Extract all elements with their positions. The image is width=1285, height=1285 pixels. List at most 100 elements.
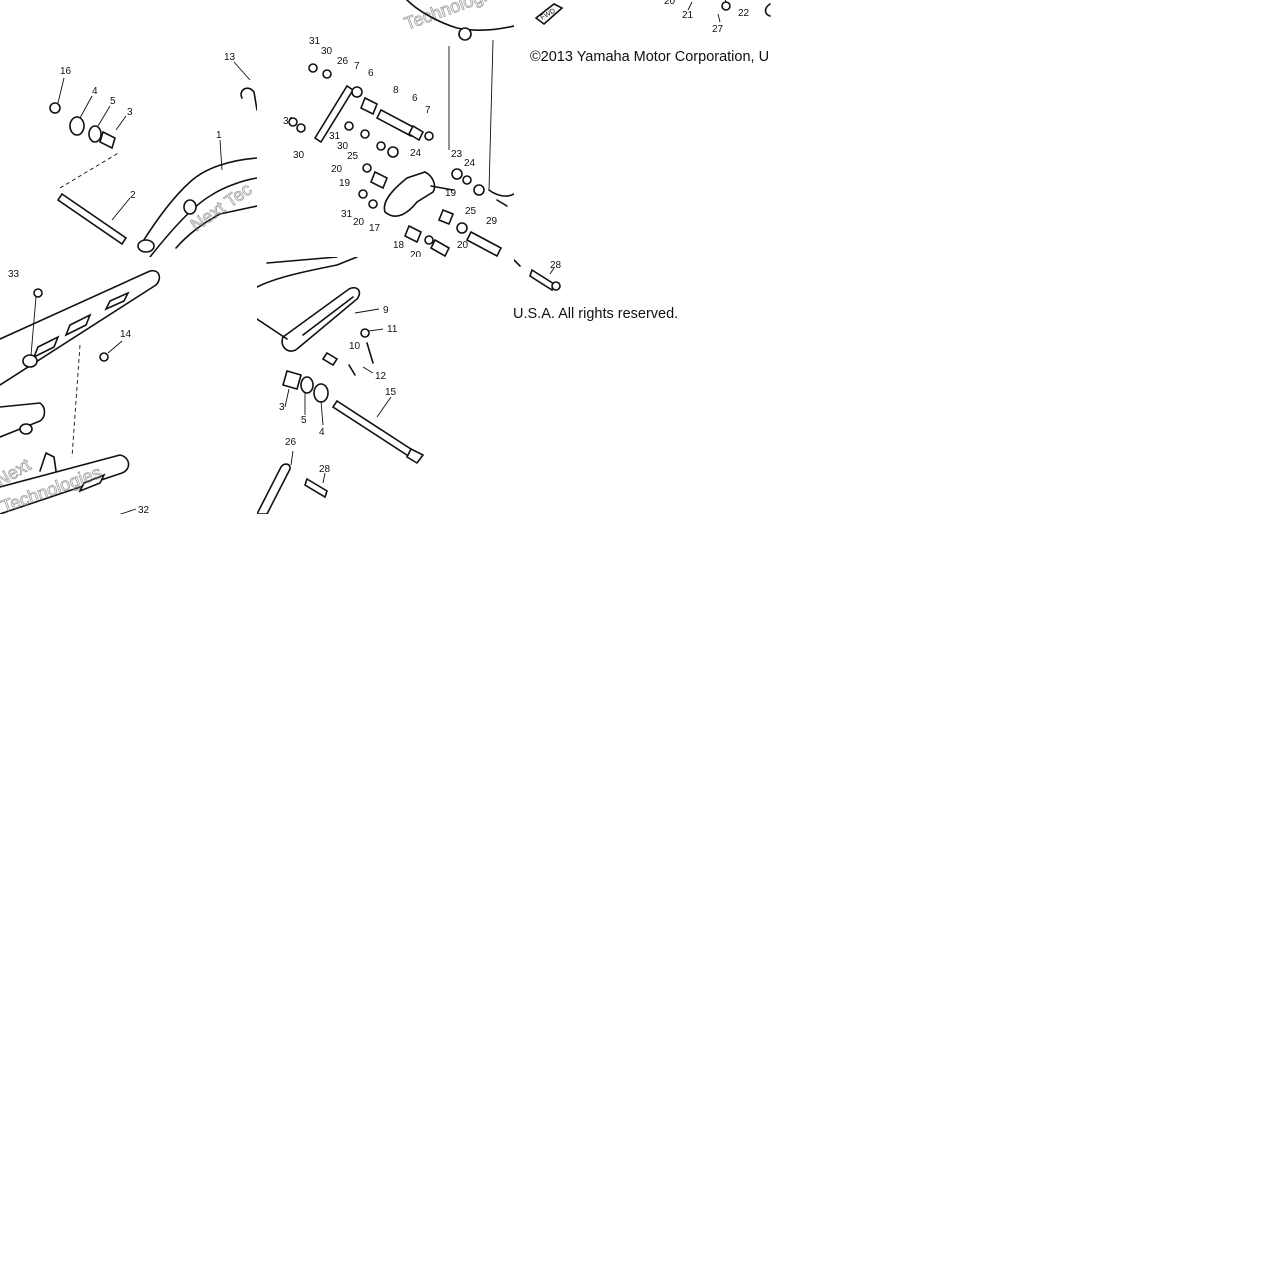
- collar-part: [99, 130, 116, 150]
- callout-label: 13: [224, 52, 236, 63]
- callout-label: 2: [130, 190, 136, 201]
- diagram-tile-bottom-left: 33 14 32 Next Technologies: [0, 257, 257, 514]
- callout-label: 30: [337, 141, 349, 152]
- fwd-arrow: [534, 3, 564, 26]
- washer-part: [88, 125, 102, 143]
- copyright-line-2: U.S.A. All rights reserved.: [513, 306, 679, 322]
- relay-arm-part: [383, 171, 436, 217]
- swingarm-edge: [139, 157, 257, 247]
- callout-label: 12: [375, 371, 387, 382]
- callout-label: 6: [368, 68, 374, 79]
- callout-label: 21: [682, 10, 694, 21]
- bushing-part: [69, 116, 85, 136]
- callout-label: 9: [383, 305, 389, 316]
- long-bolt-part: [331, 399, 419, 461]
- callout-label: 4: [92, 86, 98, 97]
- chain-guard-edge: [0, 269, 161, 386]
- diagram-tile-center-right: 28: [514, 248, 574, 296]
- callout-label: 24: [410, 148, 422, 159]
- copyright-line-1: ©2013 Yamaha Motor Corporation, U: [530, 49, 770, 65]
- diagram-tile-bottom-center: 9 11 10 12 3 5 4 15 26 28: [257, 257, 514, 514]
- callout-label: 25: [347, 151, 359, 162]
- clip-part: [240, 87, 257, 111]
- callout-label: 6: [412, 93, 418, 104]
- callout-label: 8: [393, 85, 399, 96]
- watermark-text: Next Tec: [187, 179, 256, 235]
- diagram-tile-top-right: FWD 20 21 22 27: [514, 0, 771, 48]
- frame-edge: [406, 0, 514, 31]
- callout-label: 19: [445, 188, 457, 199]
- callout-label: 27: [712, 24, 724, 35]
- linkage-drawing: Technologies 31 30 26 7 6 8 6 7 31 30 31: [283, 0, 514, 257]
- callout-label: 26: [285, 437, 297, 448]
- callout-label: 22: [738, 8, 750, 19]
- chain-guard-edge: [0, 402, 46, 438]
- diagram-tile-top-center: Technologies 31 30 26 7 6 8 6 7 31 30 31: [257, 0, 514, 257]
- swingarm-edge: [149, 177, 257, 257]
- callout-label: 25: [465, 206, 477, 217]
- callout-label: 16: [60, 66, 72, 77]
- swingarm-edge: [175, 205, 257, 249]
- link-part: [257, 463, 291, 514]
- chain-guard-drawing: 33 14 32 Next Technologies: [0, 269, 161, 514]
- bolt-part: [529, 268, 555, 292]
- collar-part: [282, 370, 302, 390]
- callout-label: 5: [110, 96, 116, 107]
- callout-label: 30: [293, 150, 305, 161]
- callout-label: 7: [354, 61, 360, 72]
- bolt-drawing: 28: [514, 259, 562, 292]
- bracket-part: [39, 452, 57, 472]
- callout-label: 31: [341, 209, 353, 220]
- callout-label: 10: [349, 341, 361, 352]
- callout-label: 28: [550, 260, 562, 271]
- callout-label: 20: [353, 217, 365, 228]
- screw-part: [99, 352, 109, 362]
- frame-edge: [257, 257, 358, 288]
- callout-label: 31: [329, 131, 341, 142]
- arm-bolt-drawing: 9 11 10 12 3 5 4 15 26 28: [257, 257, 425, 514]
- callout-label: 18: [393, 240, 405, 251]
- callout-label: 30: [321, 46, 333, 57]
- callout-label: 17: [369, 223, 381, 234]
- callout-label: 20: [410, 250, 422, 257]
- callout-label: 20: [331, 164, 343, 175]
- callout-label: 28: [319, 464, 331, 475]
- callout-label: 3: [127, 107, 133, 118]
- bolt-part: [33, 288, 43, 298]
- callout-label: 5: [301, 415, 307, 426]
- callout-label: 11: [387, 324, 398, 335]
- pivot-shaft-part: [56, 192, 128, 246]
- callout-label: 20: [664, 0, 676, 7]
- callout-label: 31: [309, 36, 321, 47]
- chain-guard-edge: [0, 454, 130, 514]
- swingarm-front-drawing: 16 4 5 3 2 1 13 Next Tec: [49, 52, 257, 257]
- callout-label: 1: [216, 130, 222, 141]
- callout-label: 19: [339, 178, 351, 189]
- callout-label: 23: [451, 149, 463, 160]
- callout-label: 29: [486, 216, 498, 227]
- diagram-tile-top-left: 16 4 5 3 2 1 13 Next Tec: [0, 0, 257, 257]
- callout-label: 3: [279, 402, 285, 413]
- bolt-part: [304, 477, 328, 499]
- callout-label: 20: [457, 240, 469, 251]
- arm-part: [281, 286, 361, 352]
- callout-label: 7: [425, 105, 431, 116]
- callout-label: 32: [138, 505, 150, 514]
- fwd-arrow-drawing: FWD 20 21 22 27: [534, 0, 771, 35]
- callout-label: 15: [385, 387, 397, 398]
- callout-label: 33: [8, 269, 20, 280]
- frame-boss: [458, 27, 472, 41]
- collar-long-part: [465, 230, 503, 257]
- callout-label: 26: [337, 56, 349, 67]
- bushing-part: [313, 383, 329, 403]
- frame-edge: [488, 189, 514, 197]
- swingarm-hole: [183, 199, 197, 215]
- callout-label: 14: [120, 329, 132, 340]
- swingarm-pivot-boss: [137, 239, 155, 253]
- watermark-text: Technologies: [402, 0, 508, 34]
- callout-label: 4: [319, 427, 325, 438]
- nut-part: [49, 102, 61, 114]
- washer-part: [300, 376, 314, 394]
- callout-label: 24: [464, 158, 476, 169]
- watermark-text: Next: [0, 455, 34, 491]
